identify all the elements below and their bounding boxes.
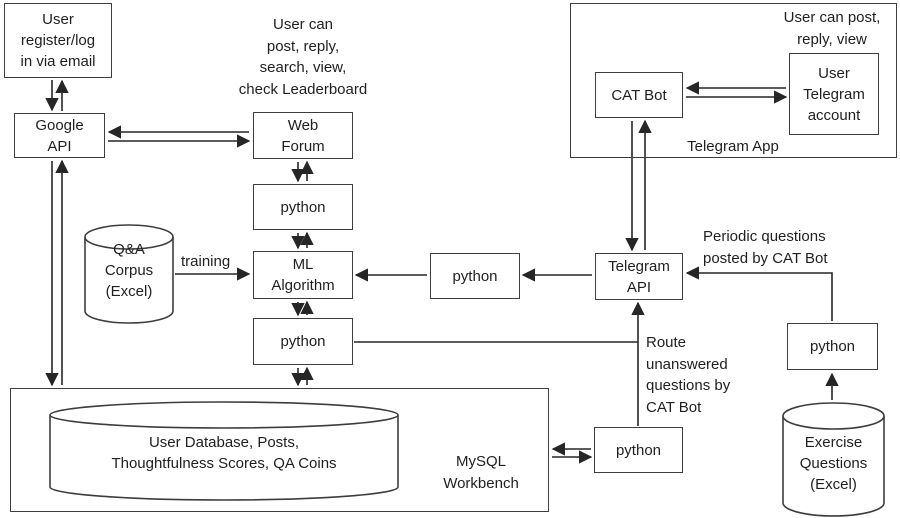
arrow-periodic-questions bbox=[685, 266, 833, 321]
qa-corpus-label: Q&A Corpus (Excel) bbox=[104, 241, 154, 300]
exercise-questions-cylinder bbox=[782, 402, 885, 517]
route-unanswered-caption: Route unanswered questions by CAT Bot bbox=[646, 334, 731, 416]
exercise-questions-label: Exercise Questions (Excel) bbox=[799, 434, 868, 493]
box-google-api: Google API bbox=[14, 113, 105, 158]
user-database-label: User Database, Posts, Thoughtfulness Sco… bbox=[111, 434, 337, 472]
box-python-mid: python bbox=[253, 318, 353, 365]
telegram-caption: User can post, reply, view bbox=[783, 9, 881, 48]
box-telegram-api: Telegram API bbox=[595, 253, 683, 300]
web-forum-caption: User can post, reply, search, view, chec… bbox=[238, 16, 368, 98]
qa-corpus-cylinder bbox=[84, 224, 174, 324]
user-database-cylinder bbox=[49, 401, 399, 501]
training-label: training bbox=[181, 253, 231, 270]
mysql-workbench-container bbox=[10, 388, 549, 512]
box-web-forum: Web Forum bbox=[253, 112, 353, 159]
box-cat-bot: CAT Bot bbox=[595, 72, 683, 118]
box-python-right: python bbox=[787, 323, 878, 370]
box-user-register: User register/log in via email bbox=[4, 3, 112, 78]
telegram-app-label: Telegram App bbox=[687, 138, 779, 155]
periodic-questions-caption: Periodic questions posted by CAT Bot bbox=[703, 228, 828, 267]
box-python-mid-right: python bbox=[430, 253, 520, 299]
box-python-bottom: python bbox=[594, 427, 683, 473]
telegram-app-container bbox=[570, 3, 897, 158]
box-user-telegram-account: User Telegram account bbox=[789, 53, 879, 135]
mysql-workbench-label: MySQL Workbench bbox=[443, 453, 519, 492]
box-python-top: python bbox=[253, 184, 353, 230]
box-ml-algorithm: ML Algorithm bbox=[253, 251, 353, 299]
